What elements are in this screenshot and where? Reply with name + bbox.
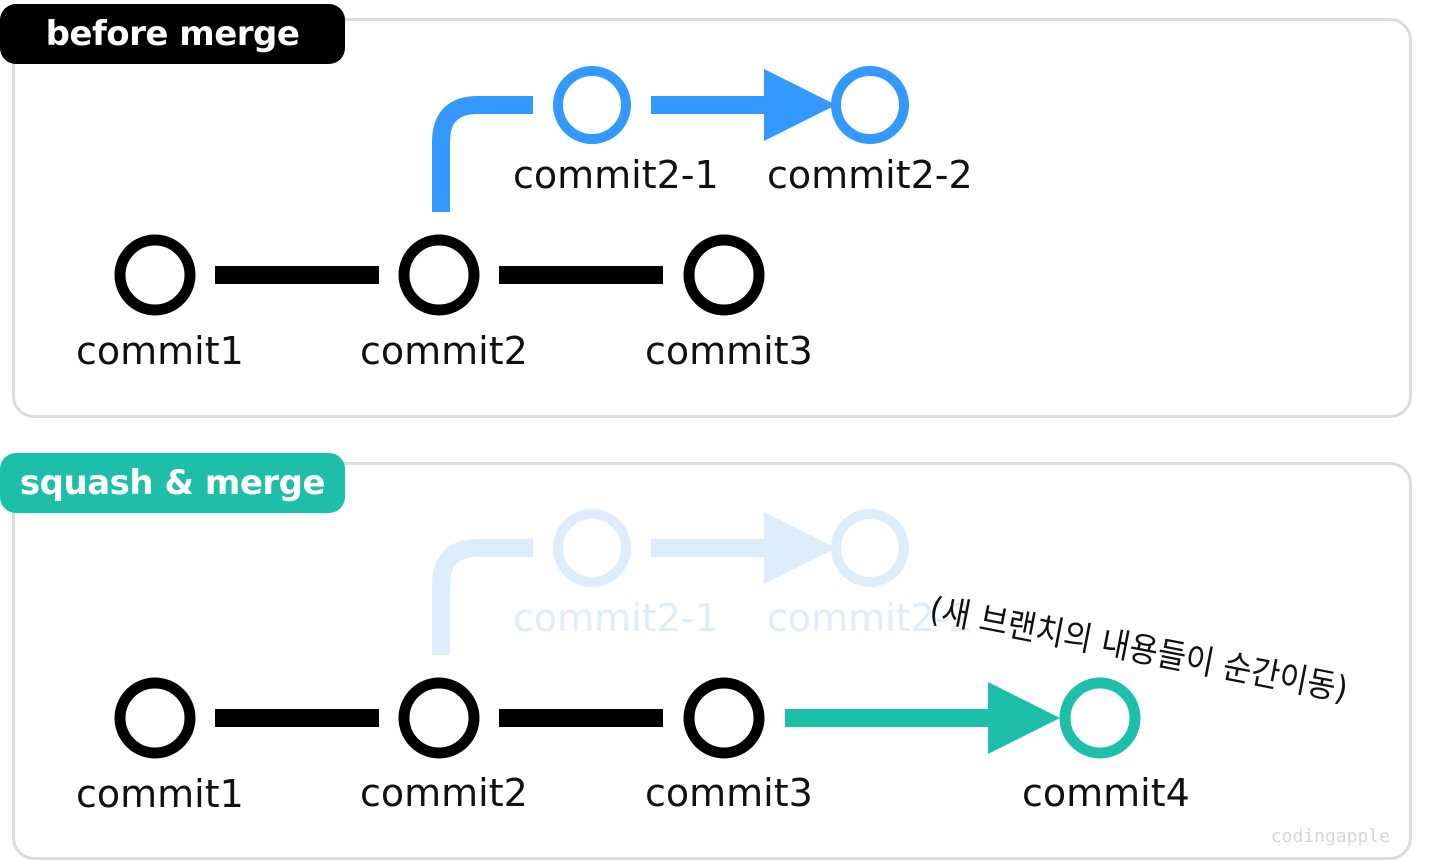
branch-connector bbox=[432, 96, 533, 212]
squash-merge-tag: squash & merge bbox=[0, 453, 345, 513]
commit3-label-2: commit3 bbox=[645, 771, 813, 815]
commit2-2-label: commit2-2 bbox=[767, 153, 973, 197]
commit2-1-label: commit2-1 bbox=[513, 153, 719, 197]
before-merge-panel bbox=[12, 18, 1412, 418]
commit1-label-2: commit1 bbox=[76, 772, 244, 816]
teleport-note: (새 브랜치의 내용들이 순간이동) bbox=[926, 590, 1351, 710]
commit4-node bbox=[1059, 677, 1141, 759]
commit4-label: commit4 bbox=[1022, 771, 1190, 815]
commit2-2-node bbox=[831, 66, 909, 144]
commit1-node-2 bbox=[114, 677, 196, 759]
before-merge-tag: before merge bbox=[0, 4, 345, 64]
commit3-label: commit3 bbox=[645, 329, 813, 373]
commit1-label: commit1 bbox=[76, 329, 244, 373]
commit1-node bbox=[114, 234, 196, 316]
faded-branch-connector bbox=[432, 539, 533, 655]
squash-merge-panel bbox=[12, 462, 1412, 860]
faded-commit2-1-label: commit2-1 bbox=[513, 596, 719, 640]
faded-commit2-2-node bbox=[831, 509, 909, 587]
faded-commit2-2-label: commit2-2 bbox=[767, 596, 973, 640]
faded-commit2-1-node bbox=[553, 509, 631, 587]
commit2-label: commit2 bbox=[360, 329, 528, 373]
watermark: codingapple bbox=[1270, 826, 1390, 847]
commit2-node-2 bbox=[398, 677, 480, 759]
commit3-node-2 bbox=[683, 677, 765, 759]
commit2-label-2: commit2 bbox=[360, 771, 528, 815]
commit3-node bbox=[683, 234, 765, 316]
commit2-node bbox=[398, 234, 480, 316]
commit2-1-node bbox=[553, 66, 631, 144]
